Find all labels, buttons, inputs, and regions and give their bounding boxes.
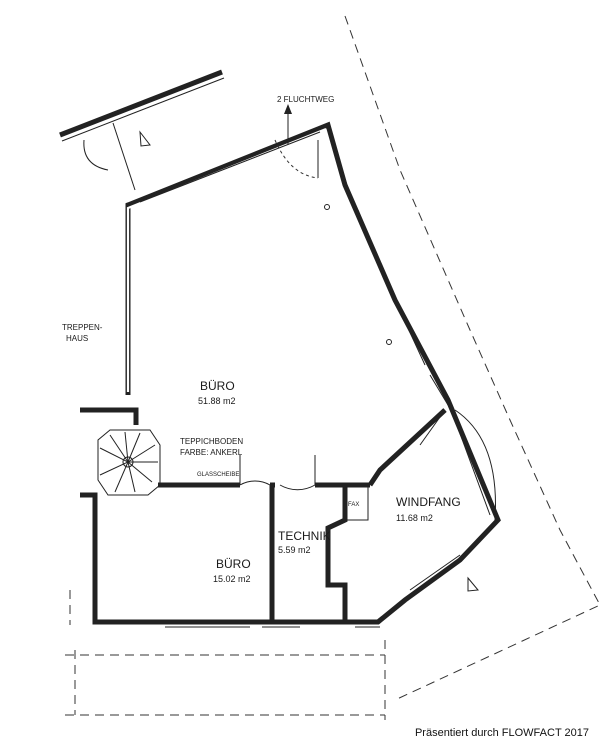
room-name-office-large: BÜRO [200, 379, 235, 393]
footer-credit: Präsentiert durch FLOWFACT 2017 [412, 727, 591, 739]
fax-label: FAX [348, 502, 359, 508]
glass-pane-label: GLASSCHEIBE [197, 472, 239, 478]
interior-walls [158, 408, 447, 622]
room-area-office-small: 15.02 m2 [213, 574, 251, 584]
stairwell-label: TREPPEN- [62, 323, 103, 332]
room-name-windfang: WINDFANG [396, 495, 461, 509]
room-name-office-small: BÜRO [216, 557, 251, 571]
site-boundary [65, 15, 601, 720]
neighbour-wall [59, 69, 225, 191]
doors [239, 409, 496, 521]
room-area-technik: 5.59 m2 [278, 545, 311, 555]
carpet-label: TEPPICHBODEN [180, 437, 243, 446]
spiral-staircase [97, 429, 161, 496]
carpet-colour-label: FARBE: ANKERL [180, 448, 243, 457]
room-area-windfang: 11.68 m2 [396, 513, 433, 523]
escape-route-label: 2 FLUCHTWEG [277, 95, 334, 104]
stairwell-label-2: HAUS [66, 334, 88, 343]
room-name-technik: TECHNIK [278, 529, 331, 543]
outer-walls [80, 121, 501, 625]
facade-windows [139, 131, 491, 591]
room-area-office-large: 51.88 m2 [198, 396, 236, 406]
marker-icons [467, 576, 479, 592]
escape-route [274, 104, 392, 345]
